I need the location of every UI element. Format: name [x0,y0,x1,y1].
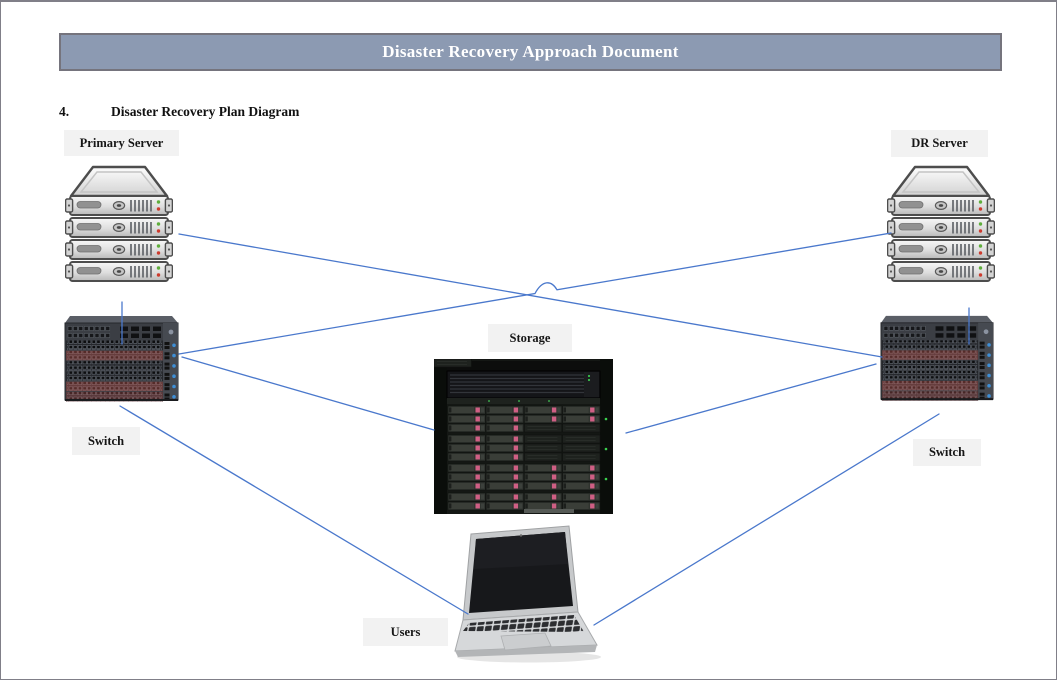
document-title-banner: Disaster Recovery Approach Document [59,33,1002,71]
connector-switch-right-to-users [593,413,940,626]
switch-right-label-text: Switch [928,445,966,459]
primary-server-label: Primary Server [64,130,179,156]
connector-storage-to-switch-right [625,363,877,434]
switch-left-image [65,316,178,402]
primary-server-label-text: Primary Server [79,135,164,150]
connector-switch-left-to-storage [181,356,435,431]
dr-server-label-text: DR Server [911,136,968,150]
dr-server-image [888,167,995,281]
section-number: 4. [59,104,70,119]
section-title: Disaster Recovery Plan Diagram [111,104,300,119]
connector-switch-left-to-users [119,405,469,615]
connector-lines [119,232,970,626]
switch-right-image [881,316,993,401]
storage-label-text: Storage [509,330,551,345]
section-heading: 4. Disaster Recovery Plan Diagram [59,104,299,120]
users-label: Users [363,618,448,646]
switch-left-label: Switch [72,427,140,455]
document-title: Disaster Recovery Approach Document [382,42,679,61]
storage-image [434,359,613,514]
switch-right-label: Switch [913,439,981,466]
users-laptop-image [454,525,602,663]
dr-server-label: DR Server [891,130,988,157]
users-label-text: Users [390,624,421,639]
primary-server-image [66,167,173,281]
storage-label: Storage [488,324,572,352]
switch-left-label-text: Switch [87,433,125,448]
